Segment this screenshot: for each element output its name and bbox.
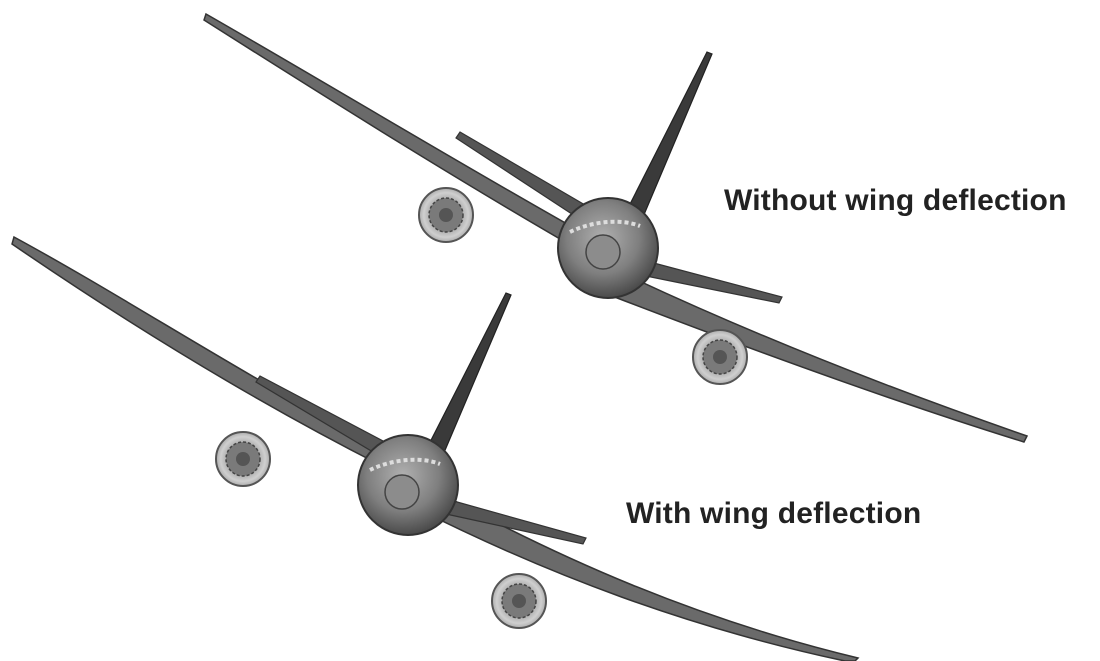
right-wing (612, 272, 1027, 442)
left-wing (204, 14, 600, 262)
left-engine (419, 188, 473, 242)
right-engine (492, 574, 546, 628)
fuselage (558, 198, 658, 298)
left-engine (216, 432, 270, 486)
label-without-wing-deflection: Without wing deflection (724, 184, 1067, 218)
aircraft-without-deflection (204, 14, 1027, 442)
right-engine (693, 330, 747, 384)
fuselage (358, 435, 458, 535)
label-with-wing-deflection: With wing deflection (626, 497, 921, 531)
vertical-tail (424, 293, 511, 462)
vertical-tail (624, 52, 712, 224)
left-wing (12, 237, 398, 474)
left-stabilizer (256, 376, 385, 455)
aircraft-with-deflection (12, 237, 858, 661)
